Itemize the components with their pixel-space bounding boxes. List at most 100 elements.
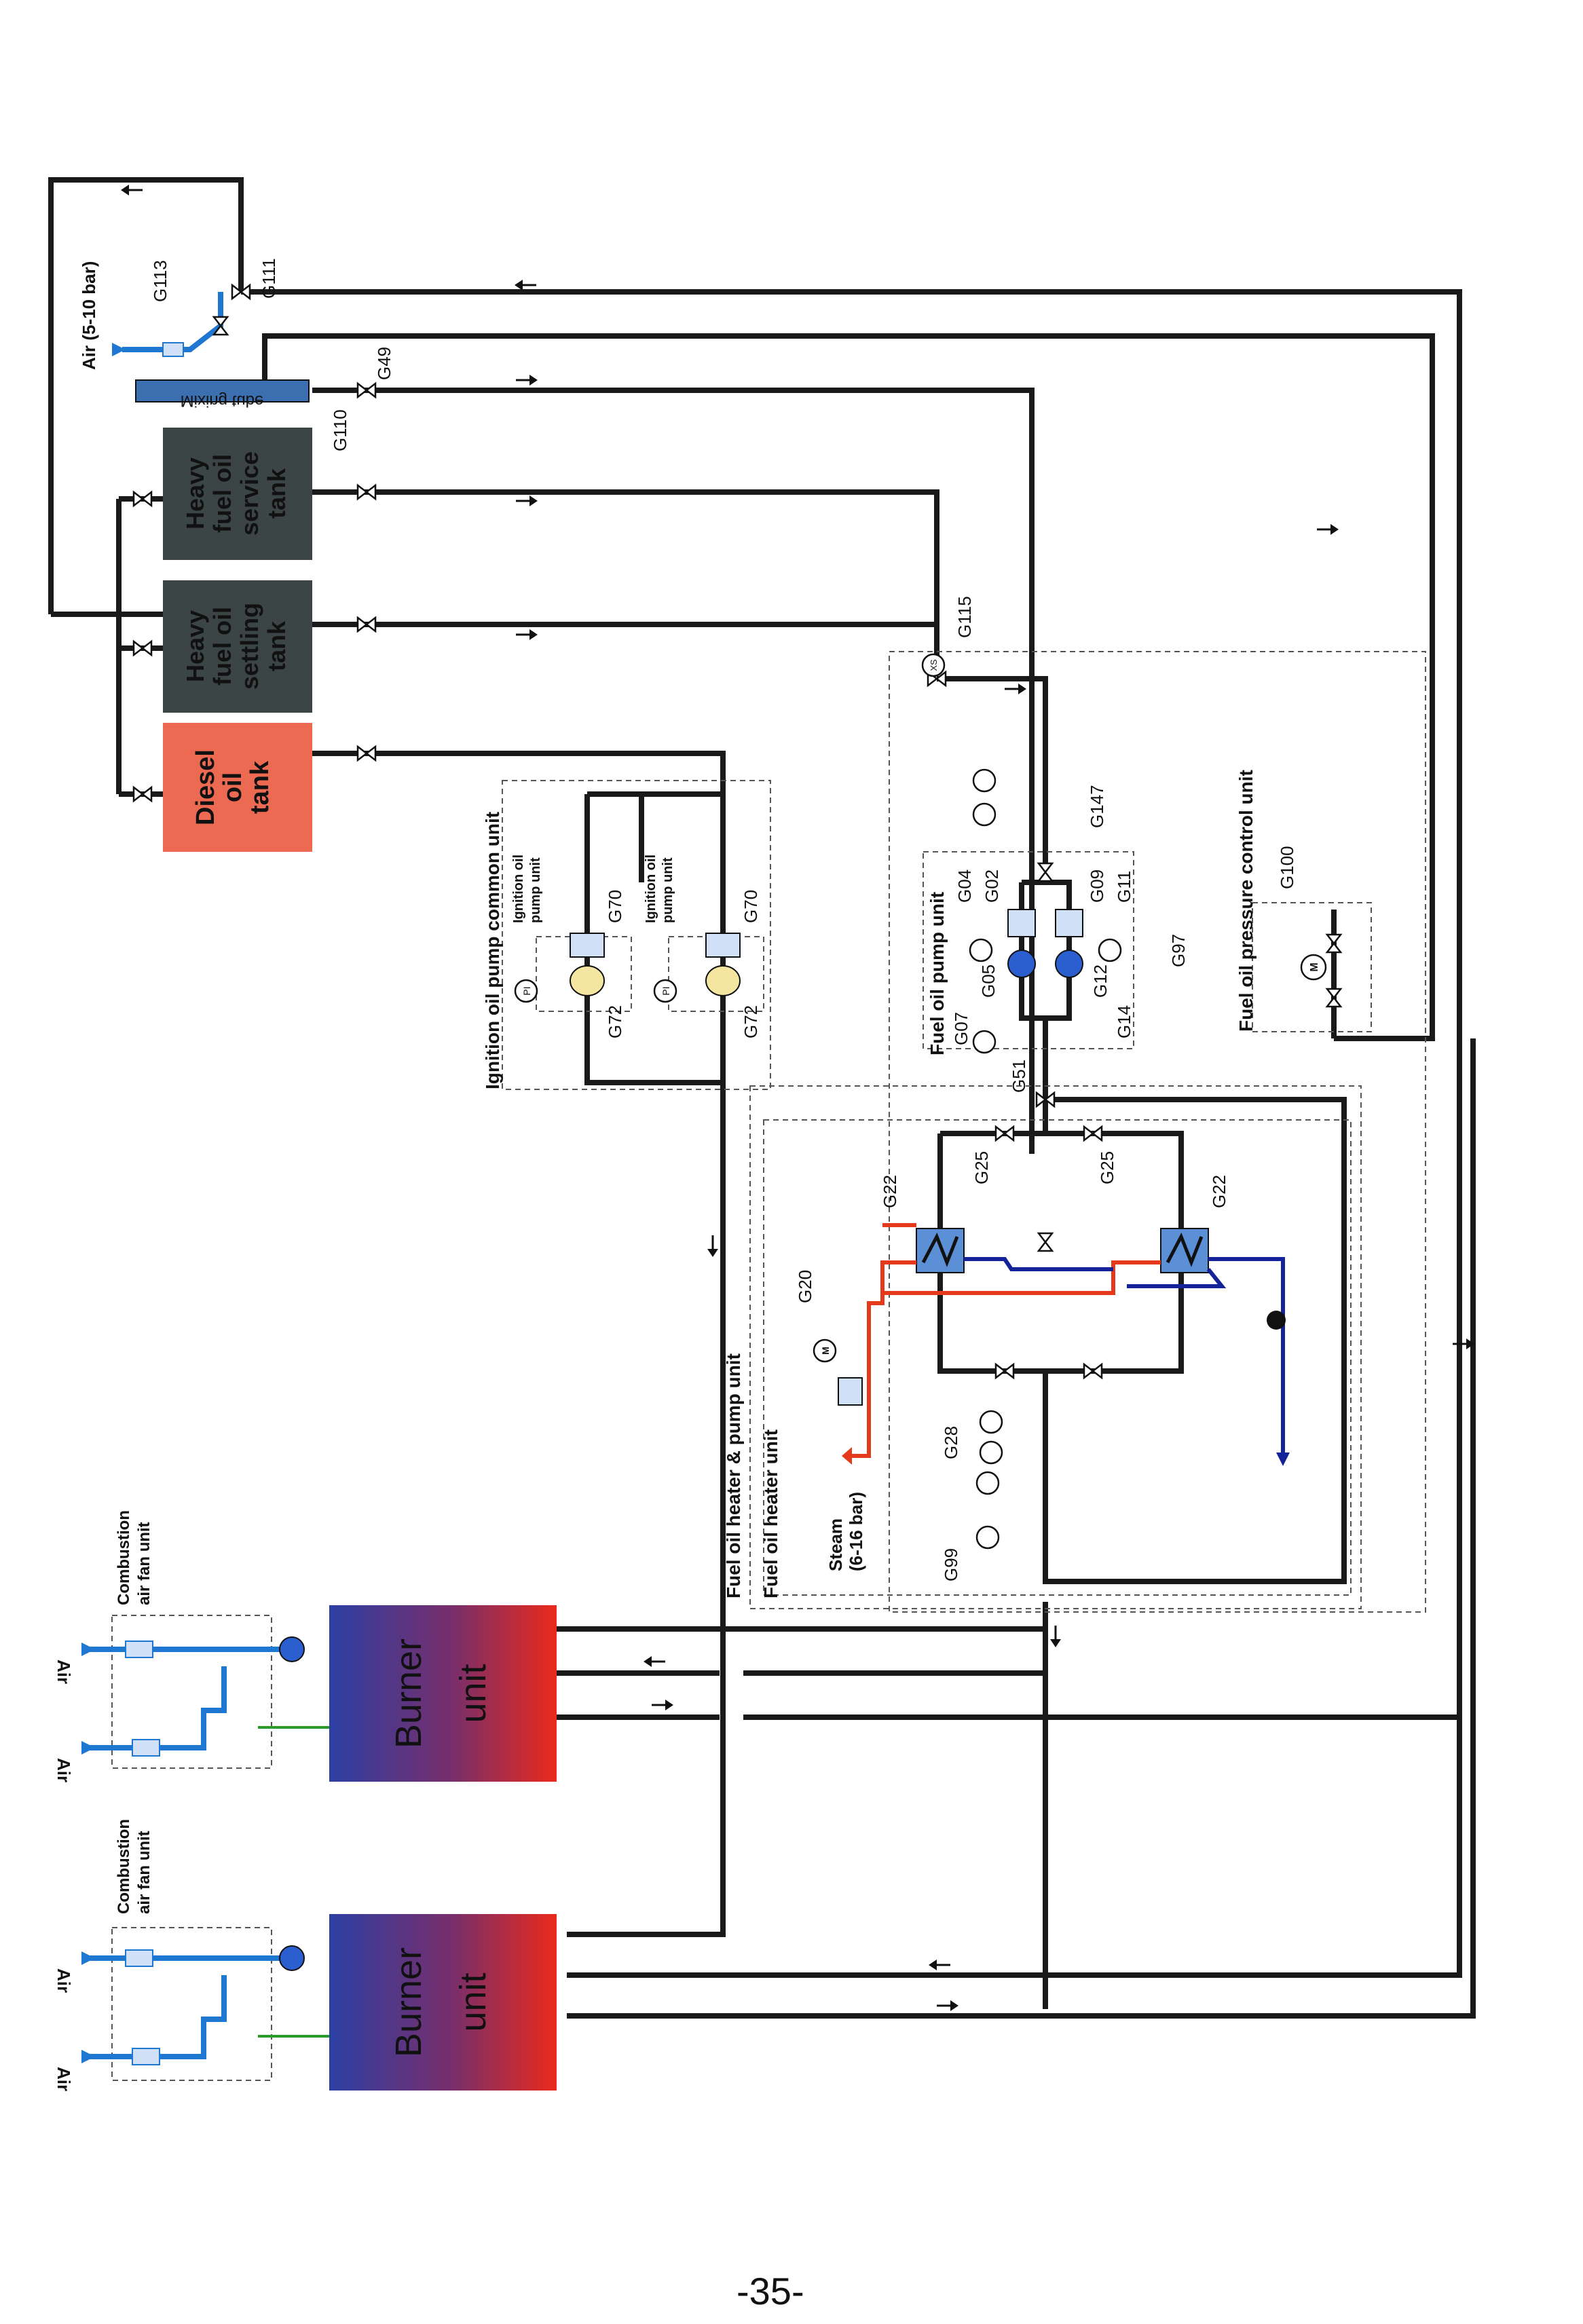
valve-icon[interactable] bbox=[994, 1125, 1015, 1142]
svg-text:G72: G72 bbox=[741, 1005, 761, 1038]
valve-icon[interactable] bbox=[356, 745, 377, 762]
valve-icon[interactable] bbox=[132, 639, 153, 657]
svg-text:G14: G14 bbox=[1114, 1005, 1134, 1038]
pump-icon[interactable] bbox=[570, 965, 605, 996]
svg-text:G22: G22 bbox=[1209, 1175, 1229, 1208]
svg-text:unit: unit bbox=[453, 1664, 493, 1723]
unit-outlines bbox=[111, 651, 1426, 2081]
svg-text:tank: tank bbox=[263, 468, 291, 519]
valve-icon[interactable] bbox=[356, 483, 377, 501]
svg-text:G49: G49 bbox=[374, 347, 394, 380]
svg-text:tank: tank bbox=[263, 620, 291, 671]
svg-text:Air (5-10 bar): Air (5-10 bar) bbox=[79, 261, 99, 370]
pump-icon[interactable] bbox=[1007, 950, 1036, 978]
svg-text:Ignition oil: Ignition oil bbox=[644, 855, 658, 923]
svg-text:air fan unit: air fan unit bbox=[135, 1522, 153, 1605]
valve-icon[interactable] bbox=[1325, 988, 1343, 1008]
pump-icon[interactable] bbox=[705, 965, 741, 996]
pump-icon[interactable] bbox=[1055, 950, 1083, 978]
svg-text:G07: G07 bbox=[951, 1012, 971, 1045]
valve-icon[interactable] bbox=[356, 616, 377, 633]
pressure-indicator-icon bbox=[979, 1440, 1003, 1465]
pressure-indicator-icon bbox=[653, 979, 677, 1003]
temperature-transmitter-icon bbox=[975, 1471, 1000, 1495]
svg-text:pump unit: pump unit bbox=[660, 857, 675, 923]
pressure-indicator-icon bbox=[514, 979, 538, 1003]
ignition-pump-2: PI bbox=[653, 933, 741, 1003]
svg-text:Fuel oil pump unit: Fuel oil pump unit bbox=[927, 892, 948, 1055]
svg-text:XS: XS bbox=[929, 659, 939, 671]
svg-text:G70: G70 bbox=[605, 890, 625, 923]
svg-text:G100: G100 bbox=[1277, 846, 1297, 889]
filter-icon bbox=[570, 933, 605, 958]
svg-text:G11: G11 bbox=[1114, 871, 1134, 903]
svg-text:G51: G51 bbox=[1009, 1060, 1029, 1093]
heat-exchanger-icon bbox=[1160, 1228, 1209, 1273]
valve-icon[interactable] bbox=[212, 316, 229, 336]
valve-icon[interactable] bbox=[132, 785, 153, 803]
svg-text:fuel oil: fuel oil bbox=[208, 454, 236, 533]
valve-icon[interactable] bbox=[356, 381, 377, 399]
svg-text:M: M bbox=[820, 1347, 831, 1355]
valve-icon[interactable] bbox=[1083, 1362, 1103, 1380]
combustion-fan-1 bbox=[81, 1636, 329, 1757]
page-number: -35- bbox=[737, 2270, 804, 2312]
svg-text:Heavy: Heavy bbox=[181, 610, 209, 682]
valve-icon[interactable] bbox=[1325, 933, 1343, 954]
valve-icon[interactable] bbox=[1037, 862, 1054, 882]
temperature-indicator-icon bbox=[972, 802, 997, 827]
svg-text:G111: G111 bbox=[259, 258, 279, 299]
svg-text:Mixing tube: Mixing tube bbox=[181, 392, 264, 410]
filter-icon bbox=[1055, 909, 1083, 937]
svg-text:Air: Air bbox=[54, 1968, 74, 1993]
temperature-indicator-icon bbox=[979, 1410, 1003, 1434]
svg-text:air fan unit: air fan unit bbox=[135, 1831, 153, 1914]
svg-text:settling: settling bbox=[236, 603, 263, 690]
svg-text:unit: unit bbox=[453, 1972, 493, 2031]
heaters: M bbox=[813, 1223, 1290, 1550]
service-tank: Heavy fuel oil service tank bbox=[163, 428, 312, 560]
steam-trap-icon bbox=[1267, 1311, 1286, 1330]
svg-text:oil: oil bbox=[219, 772, 247, 802]
svg-text:Burner: Burner bbox=[388, 1947, 429, 2057]
svg-text:Ignition oil pump common unit: Ignition oil pump common unit bbox=[482, 812, 503, 1089]
svg-text:G115: G115 bbox=[954, 596, 975, 638]
valve-icon[interactable] bbox=[132, 490, 153, 508]
svg-text:G70: G70 bbox=[741, 890, 761, 923]
mixing-tube: Mixing tube bbox=[135, 379, 310, 410]
svg-text:M: M bbox=[1309, 962, 1320, 971]
heat-exchanger-icon bbox=[916, 1228, 965, 1273]
fan-icon bbox=[279, 1636, 305, 1662]
main-piping bbox=[48, 177, 1476, 2019]
filter-icon bbox=[162, 342, 184, 357]
svg-text:PI: PI bbox=[521, 986, 532, 995]
flow-arrows bbox=[121, 185, 1474, 2011]
svg-text:Air: Air bbox=[54, 2067, 74, 2091]
svg-text:tank: tank bbox=[246, 760, 274, 814]
svg-text:G97: G97 bbox=[1168, 934, 1189, 967]
svg-text:G04: G04 bbox=[954, 869, 975, 903]
svg-text:Air: Air bbox=[54, 1660, 74, 1684]
pressure-indicator-icon bbox=[972, 1030, 997, 1054]
svg-text:Combustion: Combustion bbox=[115, 1819, 133, 1914]
svg-text:G28: G28 bbox=[941, 1426, 961, 1459]
svg-text:Fuel oil pressure control unit: Fuel oil pressure control unit bbox=[1235, 770, 1256, 1032]
svg-text:service: service bbox=[236, 451, 263, 536]
burner-unit-1: Burner unit bbox=[329, 1605, 557, 1782]
svg-text:Ignition oil: Ignition oil bbox=[511, 855, 526, 923]
valve-icon[interactable] bbox=[1083, 1125, 1103, 1142]
svg-text:G22: G22 bbox=[880, 1175, 900, 1208]
svg-text:G113: G113 bbox=[150, 260, 170, 302]
motor-icon bbox=[1300, 954, 1327, 981]
svg-text:Air: Air bbox=[54, 1758, 74, 1782]
filter-icon bbox=[705, 933, 741, 958]
valve-icon[interactable] bbox=[231, 283, 251, 301]
svg-text:G147: G147 bbox=[1087, 785, 1107, 828]
valve-icon[interactable] bbox=[994, 1362, 1015, 1380]
fuel-oil-pumps: XS bbox=[921, 653, 1122, 1054]
svg-text:G99: G99 bbox=[941, 1548, 961, 1581]
valve-icon[interactable] bbox=[1037, 1232, 1054, 1252]
pressure-indicator-icon bbox=[972, 768, 997, 793]
fan-icon bbox=[279, 1945, 305, 1971]
valve-icon[interactable] bbox=[1035, 1091, 1056, 1108]
